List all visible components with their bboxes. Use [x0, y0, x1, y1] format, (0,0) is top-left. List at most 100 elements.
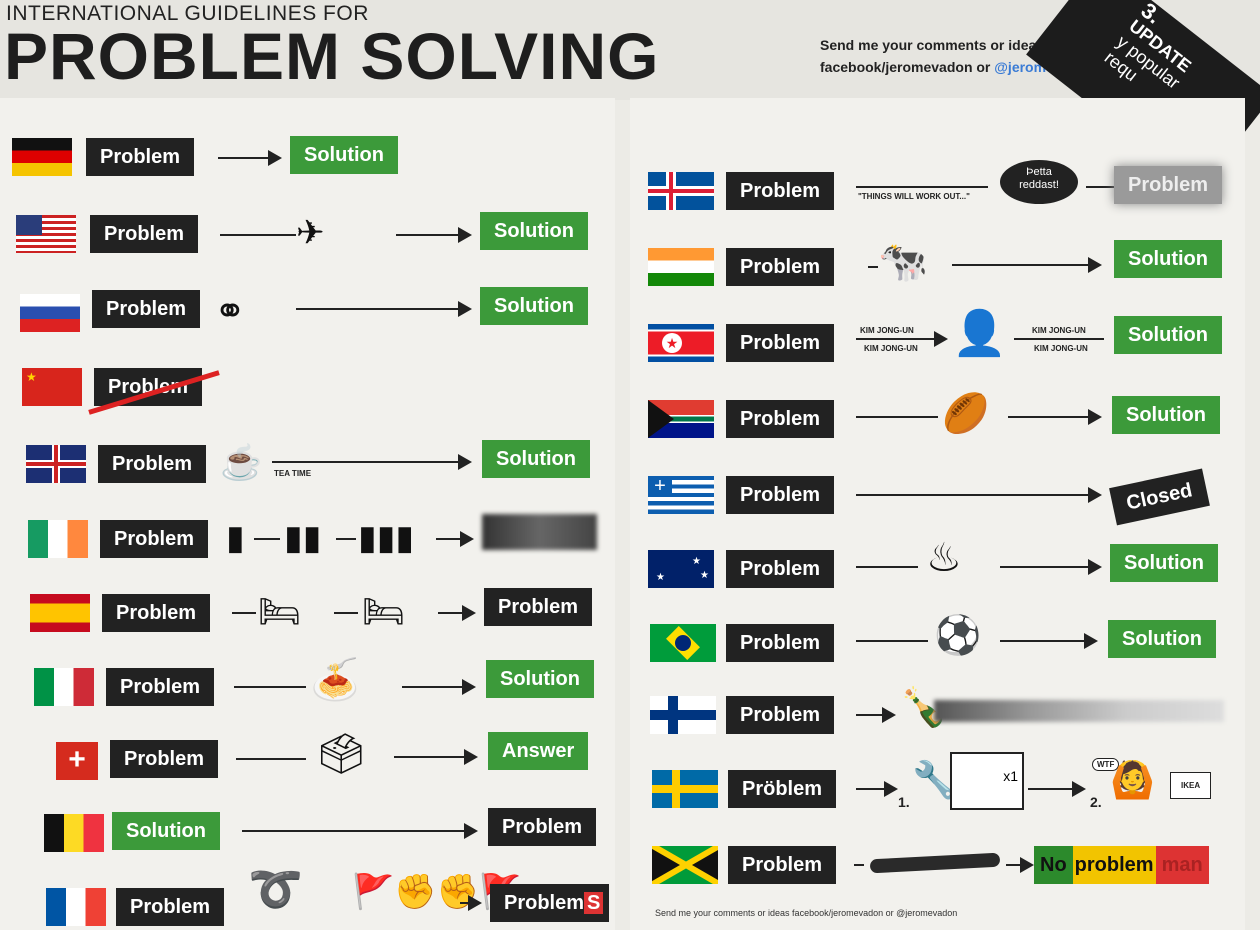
solution-box: Solution: [486, 660, 594, 698]
line-icon: [856, 416, 938, 418]
row-australia: ★★★ Problem ♨ Solution: [630, 538, 1245, 592]
solution-box: Solution: [1114, 316, 1222, 354]
kim-jong-un-portrait-icon: 👤: [952, 309, 1007, 358]
russia-flag-icon: [20, 294, 80, 332]
iceland-flag-icon: [648, 172, 714, 210]
line-icon: [254, 538, 280, 540]
soccer-player-icon: ⚽: [934, 615, 982, 657]
arrow-icon: [1006, 857, 1034, 873]
tangled-scribble-icon: ➰: [248, 865, 303, 914]
row-iceland: Problem "THINGS WILL WORK OUT..." Þetta …: [630, 160, 1245, 214]
problem-box: Problem: [488, 808, 597, 846]
arrow-icon: [296, 301, 472, 317]
censored-problem-box: Problem: [94, 368, 203, 406]
problem-box: Problem: [116, 888, 225, 926]
row-belgium: Solution Problem: [0, 808, 610, 854]
line-icon: [1086, 186, 1114, 188]
comments-line1: Send me your comments or ideas:: [820, 37, 1049, 53]
arrow-icon: [436, 531, 474, 547]
man-label: man: [1155, 846, 1209, 884]
row-russia: Problem ⚭ Solution: [0, 287, 610, 334]
arrow-icon: [396, 227, 472, 243]
row-finland: Problem 🍾: [630, 688, 1245, 738]
problem-box: Problem: [110, 740, 219, 778]
row-brazil: Problem ⚽ Solution: [630, 616, 1245, 666]
arrow-icon: [856, 331, 948, 347]
no-label: No: [1034, 846, 1073, 884]
problems-label: Problem: [504, 892, 585, 914]
solution-box: Solution: [1114, 240, 1222, 278]
blurred-solution-box: [482, 514, 597, 550]
switzerland-flag-icon: +: [56, 742, 98, 780]
row-ireland: Problem ▮ ▮▮ ▮▮▮: [0, 514, 610, 562]
sweden-flag-icon: [652, 770, 718, 808]
problem-box: Problem: [484, 588, 593, 626]
jamaica-flag-icon: [652, 846, 718, 884]
arrow-icon: [438, 605, 476, 621]
problem-box: Problem: [100, 520, 209, 558]
cow-icon: 🐄: [878, 240, 928, 284]
india-flag-icon: [648, 248, 714, 286]
germany-flag-icon: [12, 138, 72, 176]
arrow-icon: [394, 749, 478, 765]
assembly-instructions-icon: 🔧: [912, 759, 957, 800]
kim-label-4: KIM JONG-UN: [1034, 344, 1088, 353]
arrow-icon: [1000, 559, 1102, 575]
row-usa: Problem ✈ Solution: [0, 212, 610, 257]
solution-box: Solution: [480, 287, 588, 325]
line-icon: [236, 758, 306, 760]
problems-s-suffix: S: [584, 892, 604, 914]
siesta-bed-icon: 🛏: [258, 593, 302, 631]
greece-flag-icon: +: [648, 476, 714, 514]
row-germany: Problem Solution: [0, 136, 610, 180]
arrow-icon: [856, 487, 1102, 503]
problem-box: Problem: [86, 138, 195, 176]
ireland-flag-icon: [28, 520, 88, 558]
things-work-out-label: "THINGS WILL WORK OUT...": [858, 192, 970, 201]
row-uk: Problem ☕ TEA TIME Solution: [0, 440, 610, 487]
arrow-icon: [1008, 409, 1102, 425]
kim-label-3: KIM JONG-UN: [1032, 326, 1086, 335]
problem-box: Problem: [726, 696, 835, 734]
drone-icon: ✈: [296, 214, 325, 252]
no-problem-man-box: No problem man: [1034, 846, 1209, 884]
arrow-icon: [460, 895, 482, 911]
footer-note: Send me your comments or ideas facebook/…: [655, 908, 958, 918]
row-south-africa: Problem 🏉 Solution: [630, 394, 1245, 442]
australia-flag-icon: ★★★: [648, 550, 714, 588]
problem-ja-label: problem: [1072, 846, 1156, 884]
finland-flag-icon: [650, 696, 716, 734]
arrow-icon: [856, 707, 896, 723]
pint-icon: ▮: [226, 519, 245, 557]
wtf-bubble: WTF: [1092, 758, 1120, 771]
north-korea-flag-icon: ★: [648, 324, 714, 362]
brazil-flag-icon: [650, 624, 716, 662]
problem-box: Problem: [726, 400, 835, 438]
right-panel: Problem "THINGS WILL WORK OUT..." Þetta …: [630, 98, 1245, 930]
x1-label: x1: [1003, 768, 1018, 784]
belgium-flag-icon: [44, 814, 104, 852]
solution-box: Solution: [1110, 544, 1218, 582]
problem-box: Problem: [98, 445, 207, 483]
confused-builder-icon: 🙆: [1110, 759, 1155, 800]
problem-box: Problem: [728, 846, 837, 884]
closed-box: Closed: [1109, 468, 1210, 526]
answer-box: Answer: [488, 732, 589, 770]
solution-box: Solution: [1112, 396, 1220, 434]
rugby-player-icon: 🏉: [942, 393, 990, 435]
kim-label-1: KIM JONG-UN: [860, 326, 914, 335]
row-greece: + Problem Closed: [630, 468, 1245, 526]
ikea-box-label: IKEA: [1170, 772, 1212, 799]
solution-box: Solution: [1108, 620, 1216, 658]
problem-box: Problem: [102, 594, 211, 632]
solution-box: Solution: [290, 136, 398, 174]
line-icon: [856, 640, 928, 642]
poster-subtitle: INTERNATIONAL GUIDELINES FOR: [6, 2, 369, 25]
arrow-icon: [856, 781, 898, 797]
siesta-bed-icon: 🛏: [362, 593, 406, 631]
arrow-icon: [952, 257, 1102, 273]
step1-label: 1.: [898, 794, 910, 810]
line-icon: [234, 686, 306, 688]
